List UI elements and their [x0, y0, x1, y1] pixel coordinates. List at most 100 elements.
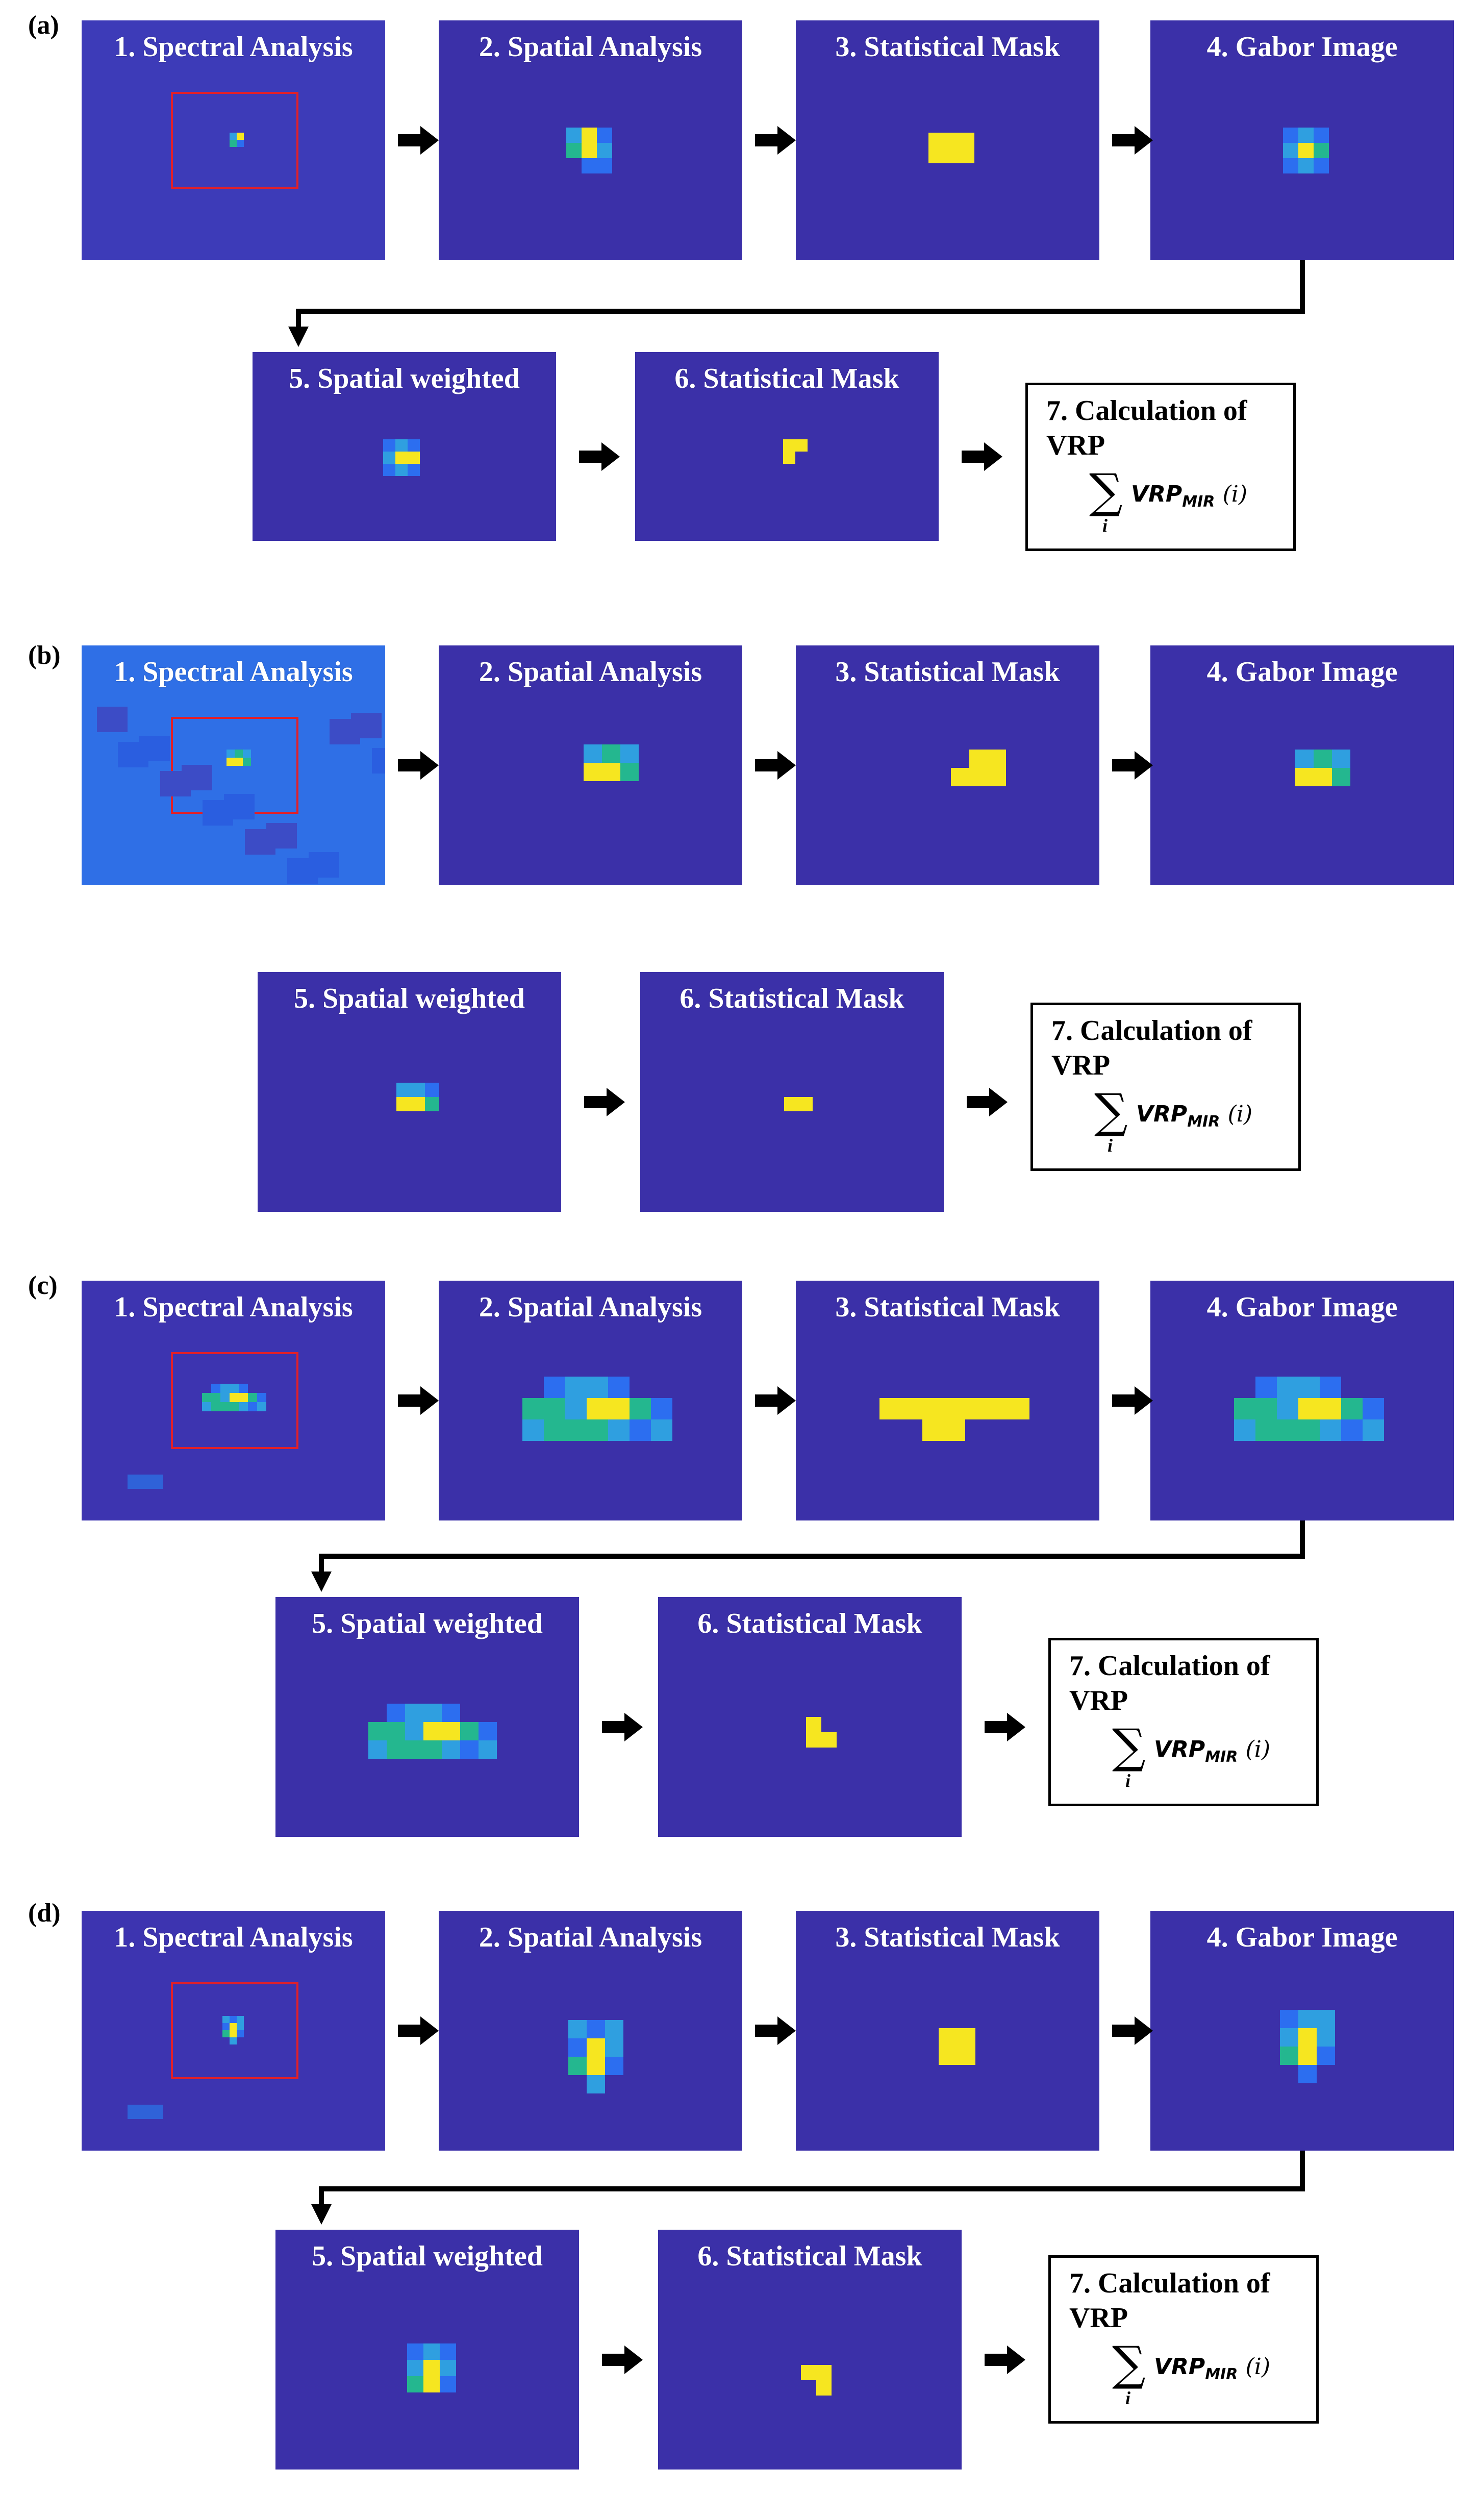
spectral-pixel — [237, 2016, 244, 2023]
step-spatial-tile: 2. Spatial Analysis — [439, 1281, 742, 1520]
noise-patch — [245, 829, 275, 855]
arrow-right-icon — [602, 1713, 643, 1741]
arrow-right-icon — [398, 2016, 439, 2045]
spatial-pixel — [568, 2057, 587, 2075]
mask6-pixel — [821, 1732, 837, 1748]
formula-space — [1238, 2354, 1245, 2380]
arrow-right-icon — [962, 442, 1002, 471]
step-weighted-tile: 5. Spatial weighted — [258, 972, 561, 1212]
weighted-pixel — [460, 1722, 479, 1740]
spectral-pixel — [237, 2030, 244, 2037]
spatial-pixel — [544, 1377, 565, 1398]
weighted-pixel — [411, 1083, 425, 1097]
spatial-pixel — [587, 2057, 605, 2075]
formula-subscript: MIR — [1205, 2365, 1238, 2383]
spatial-pixel — [522, 1398, 544, 1419]
spectral-pixel — [222, 2030, 230, 2037]
connector-line — [319, 1554, 324, 1574]
weighted-pixel — [383, 439, 395, 452]
spatial-pixel — [544, 1419, 565, 1441]
spectral-pixel — [243, 750, 251, 758]
spectral-pixel — [222, 2023, 230, 2030]
calc-box-line2: VRP — [1069, 2302, 1128, 2334]
step-gabor-tile: 4. Gabor Image — [1150, 645, 1454, 885]
mask6-pixel — [816, 2380, 832, 2396]
gabor-pixel — [1317, 2010, 1335, 2028]
formula-index: i — [1102, 515, 1108, 536]
step-mask3-tile-title: 3. Statistical Mask — [835, 656, 1060, 688]
mask-pixel — [944, 1419, 965, 1441]
spatial-pixel — [608, 1419, 630, 1441]
calc-box-line2: VRP — [1069, 1685, 1128, 1716]
gabor-pixel — [1295, 750, 1314, 768]
gabor-pixel — [1341, 1398, 1363, 1419]
mask-pixel — [939, 2028, 957, 2047]
spatial-pixel — [584, 763, 602, 781]
arrow-right-icon — [398, 751, 439, 780]
weighted-pixel — [440, 2376, 456, 2392]
mask-pixel — [922, 1398, 944, 1419]
arrow-right-icon — [602, 2346, 643, 2374]
gabor-pixel — [1298, 1419, 1320, 1441]
gabor-pixel — [1255, 1398, 1277, 1419]
step-mask3-tile-title: 3. Statistical Mask — [835, 1291, 1060, 1323]
spatial-pixel — [597, 128, 612, 143]
step-spatial-tile: 2. Spatial Analysis — [439, 645, 742, 885]
step-mask3-tile: 3. Statistical Mask — [796, 20, 1099, 260]
step-spatial-tile-title: 2. Spatial Analysis — [479, 656, 702, 688]
spatial-pixel — [565, 1398, 587, 1419]
gabor-pixel — [1317, 2047, 1335, 2065]
spectral-pixel — [237, 140, 244, 147]
noise-patch — [128, 1475, 163, 1489]
formula-arg: (i) — [1222, 481, 1248, 507]
panel-label: (b) — [28, 641, 61, 670]
calc-box-line2: VRP — [1046, 430, 1105, 461]
mask6-pixel — [816, 2365, 832, 2380]
spatial-pixel — [565, 1419, 587, 1441]
noise-patch — [160, 771, 191, 796]
spectral-pixel — [220, 1393, 230, 1402]
step-weighted-tile-title: 5. Spatial weighted — [289, 363, 520, 394]
spatial-pixel — [651, 1419, 672, 1441]
spatial-pixel — [597, 158, 612, 173]
gabor-pixel — [1320, 1419, 1341, 1441]
arrow-right-icon — [398, 1386, 439, 1415]
arrow-right-icon — [755, 2016, 796, 2045]
arrow-right-icon — [985, 1713, 1025, 1741]
mask6-pixel — [784, 1097, 798, 1111]
formula-var: VRP — [1136, 1101, 1188, 1127]
arrow-right-icon — [1112, 1386, 1153, 1415]
gabor-pixel — [1363, 1419, 1384, 1441]
mask-pixel — [957, 2028, 975, 2047]
weighted-pixel — [440, 2343, 456, 2360]
mask6-pixel — [798, 1097, 813, 1111]
step-mask3-tile-title: 3. Statistical Mask — [835, 1922, 1060, 1953]
arrow-right-icon — [755, 1386, 796, 1415]
weighted-pixel — [423, 1722, 442, 1740]
spectral-pixel — [230, 2016, 237, 2023]
spatial-pixel — [602, 744, 620, 763]
step-gabor-tile: 4. Gabor Image — [1150, 1911, 1454, 2151]
spectral-pixel — [230, 133, 237, 140]
formula-index: i — [1125, 1770, 1131, 1791]
gabor-pixel — [1314, 158, 1329, 173]
weighted-pixel — [396, 1097, 411, 1111]
gabor-pixel — [1332, 768, 1350, 786]
gabor-pixel — [1298, 2065, 1317, 2083]
gabor-pixel — [1280, 2010, 1298, 2028]
arrow-right-icon — [579, 442, 620, 471]
sigma-symbol: ∑ — [1112, 2336, 1146, 2391]
step-mask3-tile: 3. Statistical Mask — [796, 1911, 1099, 2151]
formula-space — [1215, 481, 1222, 507]
gabor-pixel — [1298, 143, 1314, 158]
weighted-pixel — [405, 1722, 423, 1740]
step-mask6-tile-title: 6. Statistical Mask — [674, 363, 899, 394]
step-weighted-tile-title: 5. Spatial weighted — [294, 983, 525, 1014]
gabor-pixel — [1363, 1398, 1384, 1419]
spatial-pixel — [587, 2020, 605, 2038]
mask-pixel — [951, 768, 969, 786]
